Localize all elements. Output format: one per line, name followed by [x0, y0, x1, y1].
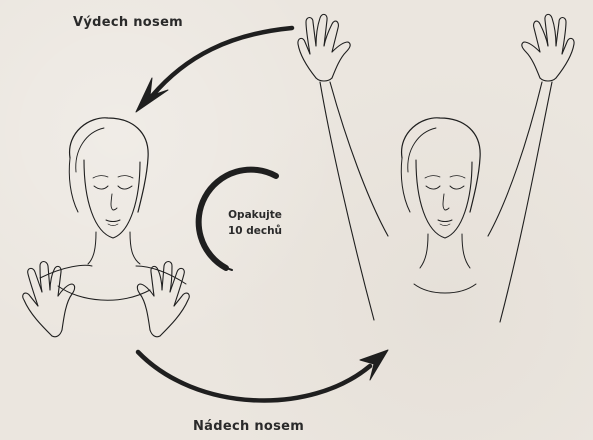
left-collar — [58, 286, 150, 300]
left-eye-left — [94, 186, 108, 189]
right-mouth — [438, 220, 452, 222]
right-eye-left — [426, 186, 440, 189]
inhale-arrowhead — [360, 350, 388, 380]
left-brow-left — [93, 176, 108, 178]
inhale-label: Nádech nosem — [193, 419, 304, 434]
right-hair-inner — [408, 128, 436, 172]
figure-arms-down — [23, 118, 190, 337]
right-fig-arm-right-outer — [500, 82, 552, 322]
repeat-line-2: 10 dechů — [214, 223, 296, 239]
right-fig-hand-left — [298, 14, 350, 81]
repeat-line-1: Opakujte — [214, 207, 296, 223]
right-fig-hand-right — [522, 14, 574, 81]
right-brow-left — [425, 176, 440, 178]
right-neck-left — [420, 234, 428, 268]
right-brow-right — [450, 176, 465, 178]
left-hand-right — [137, 262, 189, 337]
left-eye-right — [118, 186, 132, 189]
right-mouth-lower — [440, 224, 450, 226]
right-fig-arm-right-inner — [488, 82, 542, 236]
right-face — [416, 160, 472, 238]
left-nose — [111, 194, 117, 210]
right-fig-arm-left-outer — [320, 82, 374, 320]
right-nose — [443, 194, 449, 210]
left-brow-right — [118, 176, 133, 178]
left-mouth-lower — [108, 224, 118, 226]
right-neck-right — [462, 234, 470, 268]
left-face — [84, 160, 140, 238]
right-eye-right — [450, 186, 464, 189]
exhale-label: Výdech nosem — [73, 15, 183, 30]
left-hair-inner — [76, 128, 104, 172]
left-hair-side — [69, 158, 78, 212]
right-collar — [414, 284, 476, 293]
left-mouth — [106, 220, 120, 222]
exhale-arrow — [136, 28, 292, 112]
left-neck-right — [130, 232, 140, 264]
left-neck-left — [88, 232, 96, 264]
right-fig-arm-left-inner — [330, 82, 388, 236]
right-hair-side — [401, 158, 410, 212]
inhale-arrow — [138, 350, 388, 401]
figure-arms-up — [298, 14, 574, 322]
repeat-instruction: Opakujte 10 dechů — [214, 207, 296, 239]
left-hand-left — [23, 262, 75, 337]
